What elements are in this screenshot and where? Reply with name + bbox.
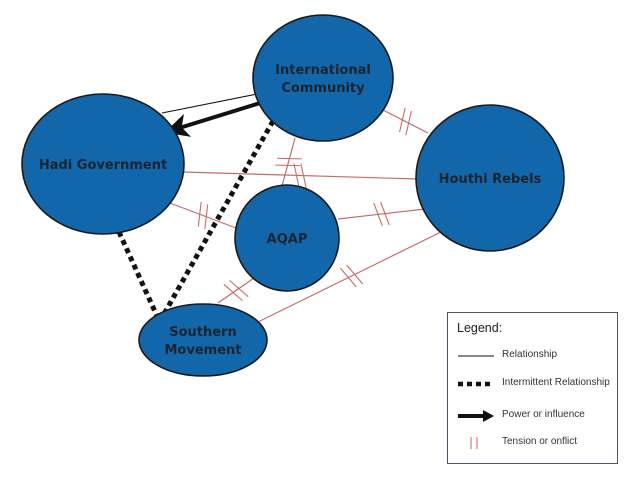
node-label: Houthi Rebels [439, 172, 542, 187]
node-circle [21, 93, 185, 235]
legend-item-power: Power or influence [448, 407, 617, 425]
edge-relationship-intl-hadi [161, 93, 258, 114]
legend-item-relationship: Relationship [448, 347, 617, 365]
relationship-line-icon [458, 355, 494, 357]
node-label: Community [281, 81, 365, 96]
node-label: International [275, 63, 371, 78]
node-circle [234, 184, 340, 292]
tension-mark [399, 107, 406, 133]
legend-label-tension: Tension or onflict [502, 436, 578, 447]
edge-tension-aqap-houthi [337, 201, 426, 227]
tension-marks-icon [470, 437, 478, 449]
node-label: Southern [169, 325, 237, 340]
node-houthi: Houthi Rebels [415, 104, 565, 252]
tension-mark [293, 163, 300, 188]
tension-mark [223, 283, 243, 302]
legend-title: Legend: [457, 321, 503, 335]
node-circle [138, 303, 268, 377]
tension-mark [339, 267, 357, 288]
node-circle [415, 104, 565, 252]
tension-mark [197, 201, 202, 227]
tension-mark [229, 279, 249, 298]
node-label: AQAP [267, 232, 308, 247]
tension-mark [204, 204, 209, 230]
edge-tension-intl-houthi [382, 107, 429, 136]
tension-mark [373, 202, 383, 227]
tension-mark [346, 264, 364, 285]
edge-tension-hadi-aqap [169, 201, 237, 230]
legend-item-intermittent: Intermittent Relationship [448, 375, 617, 393]
tension-mark [405, 110, 412, 136]
edges-layer [116, 93, 446, 323]
legend-label-intermittent: Intermittent Relationship [502, 377, 610, 388]
edge-tension-southern-aqap [217, 277, 255, 304]
edge-power-intl-hadi [164, 101, 261, 137]
node-aqap: AQAP [234, 184, 340, 292]
edge-intermittent-hadi-southern [116, 230, 160, 318]
power-arrow-icon [458, 410, 494, 422]
legend-label-power: Power or influence [502, 409, 585, 420]
edge-tension-southern-houthi [257, 229, 446, 323]
tension-mark [380, 201, 390, 226]
edge-tension-hadi-houthi [182, 163, 418, 188]
edge-intermittent-intl-southern [161, 119, 276, 316]
legend-item-tension: Tension or onflict [448, 434, 617, 452]
node-hadi: Hadi Government [21, 93, 185, 235]
legend-label-relationship: Relationship [502, 349, 558, 360]
edge-tension-intl-aqap [275, 137, 302, 187]
tension-mark [300, 163, 307, 188]
node-circle [252, 14, 394, 142]
node-label: Movement [165, 343, 242, 358]
node-label: Hadi Government [39, 158, 167, 173]
legend-box: Legend: Relationship Intermittent Relati… [447, 312, 618, 464]
intermittent-dotted-line-icon [458, 381, 494, 387]
